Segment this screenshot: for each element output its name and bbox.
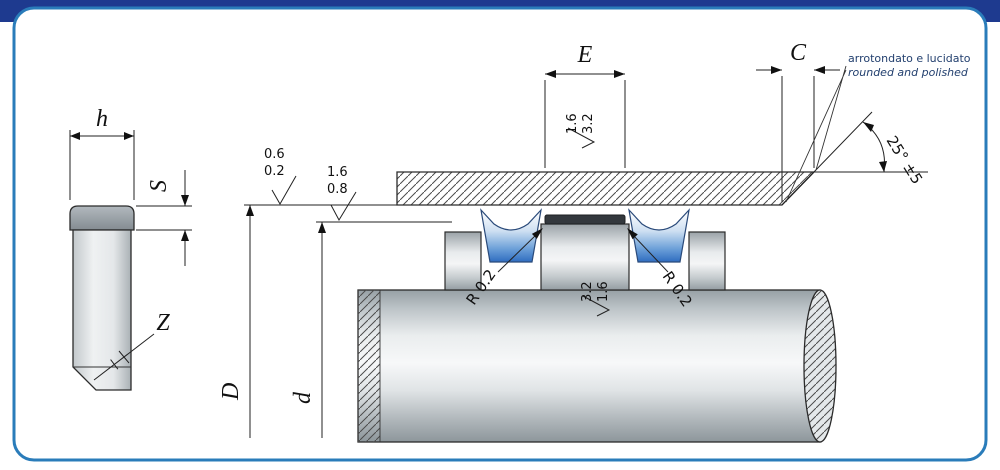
finish-shaft-bottom: 0.8 — [327, 182, 348, 197]
arrowhead — [879, 161, 887, 172]
finish-bore-bottom: 3.2 — [581, 113, 596, 134]
dimension-h: h — [69, 106, 135, 200]
seal-ring-right — [628, 208, 690, 263]
arrowhead — [246, 205, 254, 216]
seal-cross-section-view: h S Z — [69, 106, 192, 391]
dimension-z: Z — [93, 310, 170, 381]
shaft-body — [357, 289, 821, 443]
arrowhead — [318, 222, 326, 233]
arrowhead — [814, 66, 825, 74]
edge-note: arrotondato e lucidato rounded and polis… — [785, 52, 971, 203]
dimension-e-label: E — [577, 42, 593, 68]
finish-housing-bottom: 0.2 — [264, 164, 285, 179]
dimension-d-bore: D — [218, 205, 254, 438]
finish-symbol — [582, 295, 611, 317]
arrowhead — [614, 70, 625, 78]
dimension-e: E — [544, 42, 626, 168]
dimension-s-label: S — [146, 180, 172, 192]
arrowhead — [124, 132, 134, 140]
finish-bore-top: 1.6 — [565, 113, 580, 134]
seal-body — [72, 229, 132, 391]
dimension-d-shaft: d — [290, 222, 326, 438]
shaft-cut-hatch — [358, 290, 380, 442]
dimension-c-label: C — [790, 40, 807, 66]
finish-symbol — [330, 191, 357, 222]
shaft-land-right — [688, 231, 726, 291]
contact-band — [544, 214, 626, 225]
arrowhead — [627, 228, 638, 240]
dimension-s: S — [136, 170, 192, 266]
finish-groove-bottom: 1.6 — [596, 281, 611, 302]
finish-groove-top: 3.2 — [580, 281, 595, 302]
finish-bore: 1.6 3.2 — [565, 113, 596, 149]
arrowhead — [531, 228, 543, 239]
shaft-land-left — [444, 231, 482, 291]
shaft — [357, 214, 837, 443]
dimension-d-shaft-label: d — [290, 391, 316, 404]
finish-housing: 0.6 0.2 — [264, 147, 297, 206]
housing-bar — [396, 171, 816, 206]
finish-shaft-top: 1.6 — [327, 165, 348, 180]
finish-symbol — [567, 127, 596, 149]
arrowhead — [863, 122, 874, 132]
finish-shaft: 1.6 0.8 — [327, 165, 357, 222]
dimension-d-bore-label: D — [218, 383, 244, 401]
note-italian: arrotondato e lucidato — [848, 52, 971, 65]
arrowhead — [181, 195, 189, 206]
dimension-h-label: h — [96, 106, 108, 132]
installation-view: 25° ±5 C E arrotondato e lucidato rounde… — [218, 40, 971, 443]
dimension-c: C — [756, 40, 840, 202]
note-english: rounded and polished — [848, 66, 969, 79]
arrowhead — [181, 230, 189, 241]
arrowhead — [771, 66, 782, 74]
arrowhead — [545, 70, 556, 78]
arrowhead — [70, 132, 80, 140]
finish-housing-top: 0.6 — [264, 147, 285, 162]
finish-groove: 3.2 1.6 — [580, 281, 611, 317]
seal-cap — [69, 205, 135, 231]
shaft-land-center — [540, 223, 630, 291]
shaft-end-hatch — [803, 289, 837, 443]
finish-symbol — [271, 175, 297, 206]
dimension-z-label: Z — [156, 310, 170, 336]
